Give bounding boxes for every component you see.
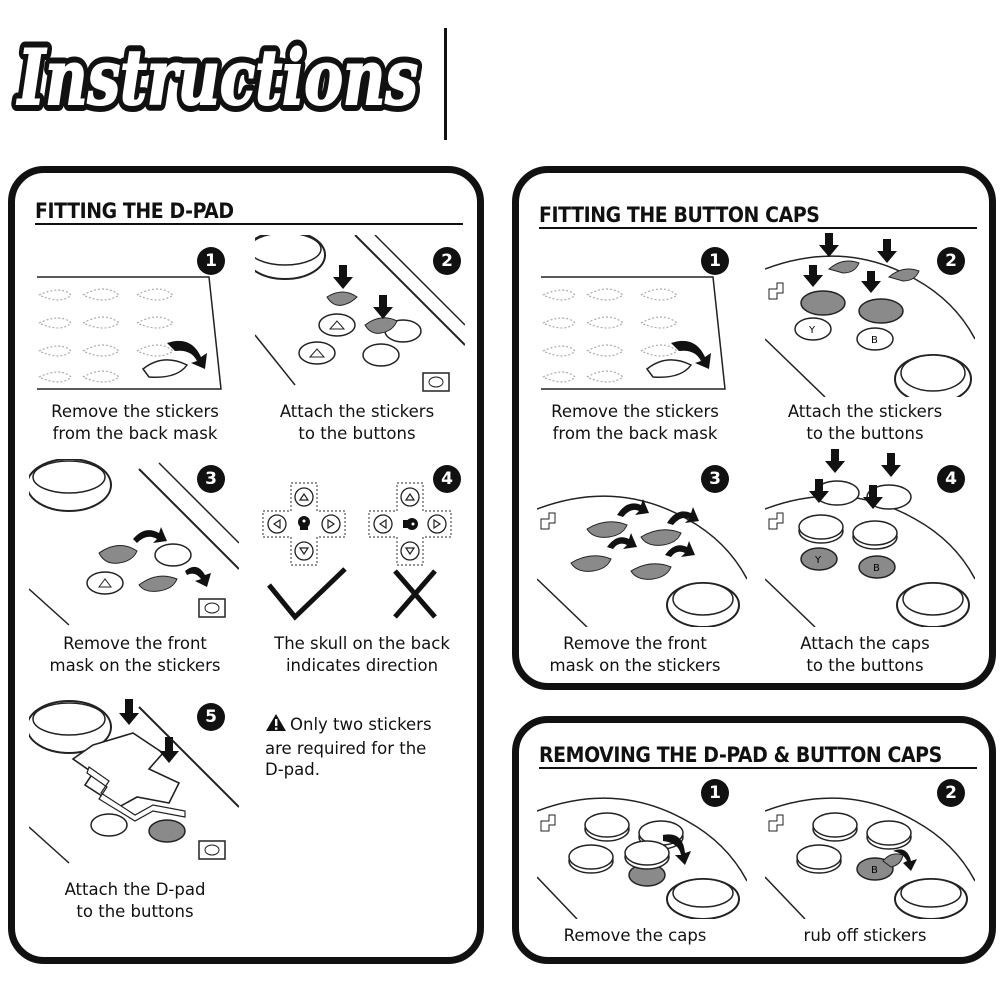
note-line: D-pad. xyxy=(265,760,320,779)
remove-front-mask-illustration xyxy=(29,459,239,627)
caption-line: Remove the front xyxy=(63,634,207,653)
step-caption-3: Remove the front mask on the stickers xyxy=(525,633,745,677)
attach-dpad-illustration xyxy=(29,697,239,867)
heading-rule xyxy=(539,767,977,769)
page-title: Instructions Instructions xyxy=(9,22,430,132)
step-number-4: 4 xyxy=(433,465,461,493)
caption-line: mask on the stickers xyxy=(49,656,221,675)
attach-caps-illustration: Y B xyxy=(765,449,975,627)
caption-line: Attach the stickers xyxy=(787,402,943,421)
y-label: Y xyxy=(808,325,816,336)
caption-line: to the buttons xyxy=(806,656,924,675)
remove-cap-mask-illustration xyxy=(537,479,747,627)
b-label: B xyxy=(871,335,878,346)
step-caption-2: Attach the stickers to the buttons xyxy=(247,401,467,445)
title-divider xyxy=(444,28,447,140)
panel-fitting-button-caps: FITTING THE BUTTON CAPS 1 Remove the sti… xyxy=(512,166,996,690)
panel-removing-caps: REMOVING THE D-PAD & BUTTON CAPS 1 Remov… xyxy=(512,716,996,964)
note-line: are required for the xyxy=(265,738,427,758)
caption-line: Attach the caps xyxy=(800,634,930,653)
title-fill: Instructions xyxy=(16,33,418,122)
step-caption-5: Attach the D-pad to the buttons xyxy=(25,879,245,923)
caption-line: from the back mask xyxy=(552,424,718,443)
step-caption-4: The skull on the back indicates directio… xyxy=(247,633,477,677)
step-number-5: 5 xyxy=(197,703,225,731)
step-number-1: 1 xyxy=(197,247,225,275)
section-heading: FITTING THE D-PAD xyxy=(35,199,234,223)
caption-line: to the buttons xyxy=(76,902,194,921)
step-caption-3: Remove the front mask on the stickers xyxy=(25,633,245,677)
b-label: B xyxy=(871,865,878,876)
caption-line: from the back mask xyxy=(52,424,218,443)
note-line: Only two stickers xyxy=(290,715,432,734)
heading-rule xyxy=(35,223,463,225)
step-caption-4: Attach the caps to the buttons xyxy=(755,633,975,677)
warning-icon xyxy=(265,713,287,738)
caption-line: to the buttons xyxy=(298,424,416,443)
sticker-sheet-illustration xyxy=(537,273,737,393)
step-caption-2: Attach the stickers to the buttons xyxy=(755,401,975,445)
b-label: B xyxy=(873,563,880,574)
step-number-1: 1 xyxy=(701,247,729,275)
dpad-note: Only two stickers are required for the D… xyxy=(265,713,475,781)
caption-line: mask on the stickers xyxy=(549,656,721,675)
attach-stickers-illustration xyxy=(255,235,465,397)
step-caption-1: Remove the stickers from the back mask xyxy=(525,401,745,445)
caption-line: Remove the stickers xyxy=(551,402,719,421)
heading-rule xyxy=(539,227,977,229)
step-number-3: 3 xyxy=(197,465,225,493)
skull-icon xyxy=(298,516,310,530)
y-label: Y xyxy=(814,555,822,566)
sticker-sheet-illustration xyxy=(33,273,233,393)
dpad-direction-illustration xyxy=(255,479,469,631)
step-number-2: 2 xyxy=(937,247,965,275)
step-caption-2: rub off stickers xyxy=(803,926,927,945)
panel-fitting-dpad: FITTING THE D-PAD 1 Remove the stickers … xyxy=(8,166,484,964)
caption-line: Remove the front xyxy=(563,634,707,653)
caption-line: Attach the D-pad xyxy=(64,880,206,899)
step-caption-1: Remove the stickers from the back mask xyxy=(25,401,245,445)
skull-rotated-icon xyxy=(403,518,418,530)
section-heading: FITTING THE BUTTON CAPS xyxy=(539,203,820,227)
check-mark-icon xyxy=(267,567,347,621)
caption-line: Remove the stickers xyxy=(51,402,219,421)
caption-line: The skull on the back xyxy=(274,634,450,653)
remove-caps-illustration xyxy=(537,781,747,919)
caption-line: Attach the stickers xyxy=(279,402,435,421)
caption-line: indicates direction xyxy=(285,656,439,675)
rub-off-stickers-illustration: B xyxy=(765,781,975,919)
title-outline: Instructions xyxy=(16,33,418,122)
step-number-4: 4 xyxy=(937,465,965,493)
caption-line: to the buttons xyxy=(806,424,924,443)
step-number-2: 2 xyxy=(433,247,461,275)
step-caption-1: Remove the caps xyxy=(563,926,707,945)
step-number-1: 1 xyxy=(701,779,729,807)
step-number-2: 2 xyxy=(937,779,965,807)
step-number-3: 3 xyxy=(701,465,729,493)
cross-mark-icon xyxy=(393,569,437,619)
attach-cap-stickers-illustration: Y B xyxy=(765,229,975,397)
section-heading: REMOVING THE D-PAD & BUTTON CAPS xyxy=(539,743,942,767)
